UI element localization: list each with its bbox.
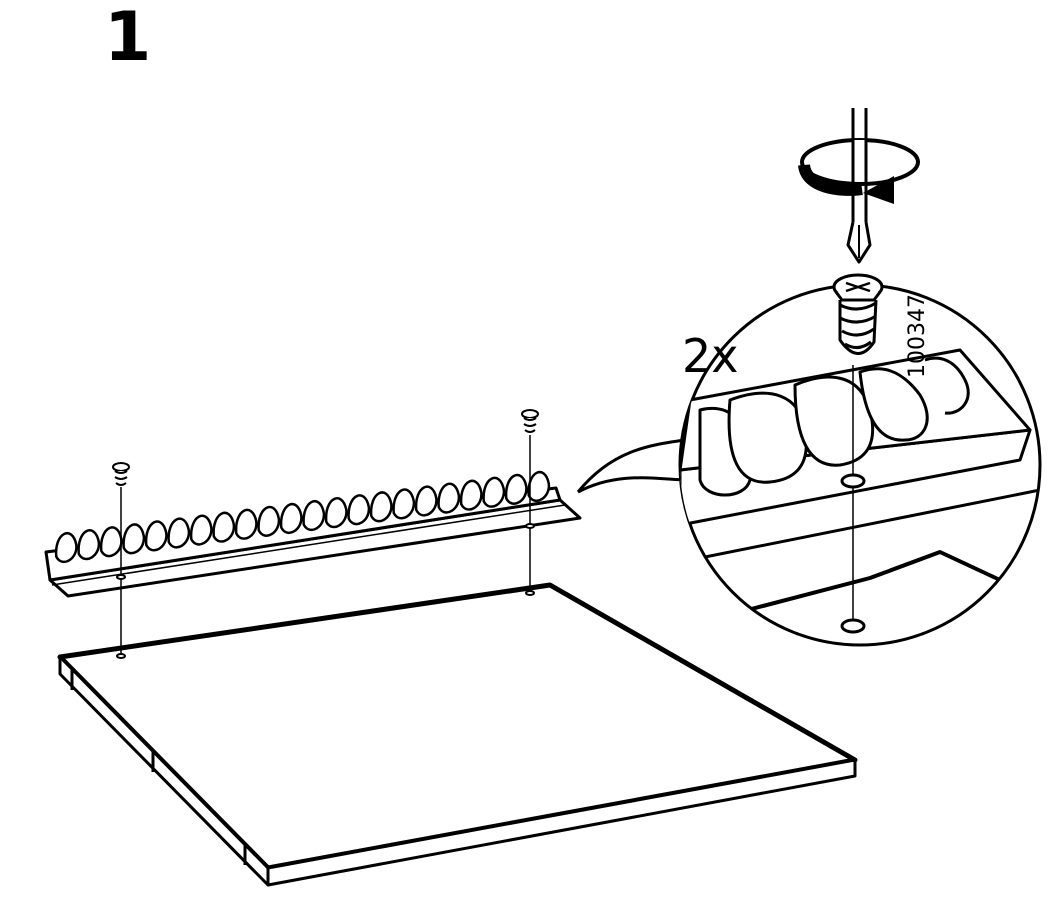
rack-slot [369, 491, 393, 523]
screwdriver-icon [846, 108, 872, 264]
rack-slot [257, 505, 281, 537]
quantity-label: 2x [682, 329, 739, 383]
rack-slot [324, 497, 348, 529]
rack-slot [54, 532, 78, 563]
callout-pointer [576, 438, 691, 494]
screw-icon [521, 409, 539, 596]
part-code: 100347 [904, 294, 930, 378]
rack-slot [212, 511, 236, 543]
rack-slot [167, 517, 191, 549]
rack-slot [482, 476, 506, 508]
rotation-arrow-icon [798, 138, 920, 204]
rack-slot [122, 523, 146, 555]
rack-slot [437, 482, 461, 514]
rack-slot [414, 485, 438, 517]
rack-slot [504, 473, 528, 505]
rack-slot [347, 494, 371, 526]
step-number: 1 [104, 0, 152, 77]
rack-slots [54, 471, 551, 563]
rack-slot [302, 500, 326, 531]
rack-slot [234, 508, 258, 540]
rack-slot [279, 503, 303, 534]
rack-slot [392, 488, 416, 520]
shelf-board [57, 582, 858, 887]
rack-slot [77, 529, 101, 561]
rack-slot [189, 514, 213, 546]
detail-view [680, 348, 1040, 634]
screw-icon [832, 273, 884, 355]
rack-slot [144, 520, 168, 552]
rack-slot [459, 479, 483, 511]
screw-icon [112, 462, 130, 659]
rack-slot [527, 471, 551, 502]
rack-slot [99, 526, 123, 558]
